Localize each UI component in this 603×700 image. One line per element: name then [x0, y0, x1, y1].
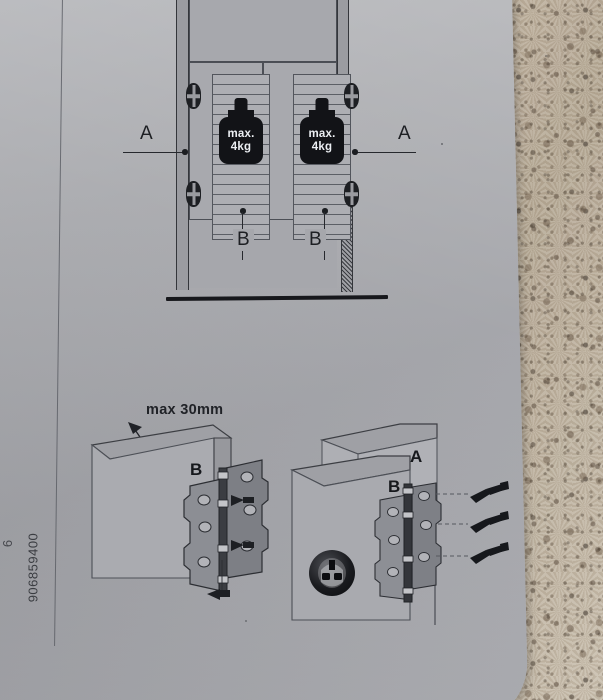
weight-knob-icon — [315, 98, 329, 112]
dust-speck-3 — [245, 620, 247, 622]
callout-label-b-right: B — [305, 229, 326, 251]
cabinet-upper-chamber — [189, 0, 337, 62]
weight-body-icon: max. 4kg — [300, 117, 344, 164]
wall-plug-icon — [309, 550, 355, 596]
left-load-line2: 4kg — [230, 140, 252, 153]
detail-right-label-b: B — [388, 477, 401, 496]
hinge-icon-top-left — [186, 83, 201, 109]
screw-icon-left-c — [207, 589, 230, 600]
callout-a-right-leader — [354, 152, 416, 154]
screw-icon-left-a — [231, 495, 254, 506]
dust-speck-2 — [545, 55, 547, 57]
left-load-line1: max. — [227, 127, 255, 140]
cabinet-left-side-panel — [176, 0, 189, 290]
hinge-assembly-right — [374, 482, 468, 603]
weight-stem-icon — [309, 110, 335, 119]
callout-label-b-left: B — [233, 229, 254, 251]
callout-a-left-leader — [123, 152, 183, 154]
hinge-detail-right: A B — [290, 0, 603, 700]
callout-a-left-dot — [182, 149, 188, 155]
cabinet-elevation-diagram: max. 4kg max. 4kg A A B — [0, 0, 603, 330]
hinge-icon-bottom-left — [186, 181, 201, 207]
callout-b-left-dot — [240, 208, 246, 214]
screw-icon-1 — [470, 481, 509, 503]
hinge-assembly-left — [183, 459, 269, 600]
callout-b-right-dot — [322, 208, 328, 214]
left-door-load-weight: max. 4kg — [219, 98, 263, 164]
dust-speck-1 — [441, 143, 443, 145]
screw-icon-left-b — [231, 540, 254, 551]
dimension-note-max-30mm: max 30mm — [146, 402, 224, 418]
right-door-load-weight: max. 4kg — [300, 98, 344, 164]
screw-icon-3 — [470, 542, 509, 564]
callout-label-a-left: A — [140, 123, 153, 144]
cabinet-right-side-hatched-panel — [341, 196, 353, 292]
callout-a-right-dot — [352, 149, 358, 155]
hinge-icon-bottom-right — [344, 181, 359, 207]
screw-icon-2 — [470, 511, 509, 533]
detail-right-label-a: A — [410, 447, 423, 466]
weight-stem-icon — [228, 110, 254, 119]
callout-label-a-right: A — [398, 123, 411, 144]
hinge-icon-top-right — [344, 83, 359, 109]
weight-knob-icon — [234, 98, 248, 112]
hinge-detail-left: max 30mm B — [0, 0, 300, 700]
screw-group-right — [470, 481, 509, 564]
wall-plug-glyph — [318, 558, 346, 588]
right-load-line1: max. — [308, 127, 336, 140]
right-load-line2: 4kg — [311, 140, 333, 153]
detail-left-board-label-b: B — [190, 460, 203, 479]
weight-body-icon: max. 4kg — [219, 117, 263, 164]
